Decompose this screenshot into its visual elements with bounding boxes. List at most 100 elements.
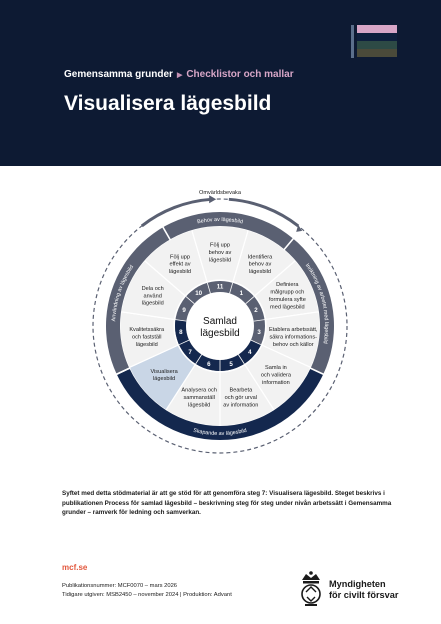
center-circle <box>186 292 254 360</box>
step-label-1-line: Identifiera <box>248 254 273 260</box>
step-label-1-line: behov av <box>249 262 272 268</box>
step-label-8-line: lägesbild <box>136 342 158 348</box>
step-label-2-line: med lägesbild <box>270 304 305 310</box>
ring-separator-1 <box>245 296 255 305</box>
monitor-arrowhead-left-icon <box>209 195 217 204</box>
step-label-9-line: lägesbild <box>142 301 164 307</box>
ring-separator-8 <box>175 319 187 322</box>
step-label-2-line: målgrupp och <box>270 289 304 296</box>
step-label-3-line: Etablera arbetssätt, <box>269 327 318 333</box>
logo-line-1: Myndigheten <box>329 579 386 589</box>
step-number-11: 11 <box>217 284 224 291</box>
step-label-6-line: Analysera och <box>181 388 216 394</box>
publication-info: Publikationsnummer: MCF0070 – mars 2026 … <box>62 582 232 600</box>
breadcrumb-main: Gemensamma grunder <box>64 69 173 80</box>
monitor-arrowhead-right-icon <box>296 224 303 232</box>
step-label-2-line: formulera syfte <box>269 297 306 303</box>
swatch-navy <box>357 33 397 41</box>
step-label-7-line: Visualisera <box>150 369 178 375</box>
band-gap-4 <box>115 367 131 376</box>
step-label-5-line: och gör urval <box>225 395 257 401</box>
logo-text: Myndigheten för civilt försvar <box>329 579 398 600</box>
step-label-2-line: Definiera <box>276 282 299 288</box>
agency-logo: Myndigheten för civilt försvar <box>297 570 407 610</box>
step-label-4-line: och validera <box>261 372 292 378</box>
color-swatches <box>357 25 397 57</box>
ring-separator-10 <box>206 282 211 294</box>
ring-separator-2 <box>253 319 265 322</box>
step-label-11-line: behov av <box>209 250 232 256</box>
website-link[interactable]: mcf.se <box>62 563 88 572</box>
ring-separator-7 <box>178 339 190 346</box>
monitor-arrow-right <box>228 197 300 228</box>
step-number-6: 6 <box>207 361 211 368</box>
step-label-10-line: lägesbild <box>169 269 191 275</box>
swatch-olive <box>357 49 397 57</box>
number-ring-navy <box>174 319 261 371</box>
step-label-6-line: lägesbild <box>188 402 210 408</box>
step-number-8: 8 <box>179 329 183 336</box>
step-label-1-line: lägesbild <box>249 269 271 275</box>
swatch-divider <box>351 25 354 58</box>
step-number-5: 5 <box>229 361 233 368</box>
breadcrumb-sub: Checklistor och mallar <box>186 69 294 80</box>
monitor-arrow-left <box>140 197 212 228</box>
step-number-2: 2 <box>254 307 258 314</box>
step-label-10-line: Följ upp <box>170 254 190 260</box>
earlier-publication: Tidigare utgiven: MSB2450 – november 202… <box>62 592 232 598</box>
monitor-label: Omvärldsbevaka <box>199 190 242 196</box>
step-panel-11 <box>191 225 249 283</box>
step-label-6-line: sammanställ <box>183 395 214 401</box>
step-label-9-line: Dela och <box>142 286 164 292</box>
band-label-bottom: Skapande av lägesbild <box>193 428 248 437</box>
step-number-10: 10 <box>195 290 202 297</box>
step-label-11-line: Följ upp <box>210 243 230 249</box>
page-title: Visualisera lägesbild <box>64 92 272 115</box>
step-label-8-line: Kvalitetssäkra <box>129 327 165 333</box>
step-label-5-line: av information <box>223 402 258 408</box>
step-label-3-line: behov och källor <box>273 342 314 348</box>
crown-emblem-icon <box>301 571 321 606</box>
band-gap-2 <box>283 237 295 251</box>
step-label-7-line: lägesbild <box>153 376 175 382</box>
outer-dashed-circle <box>92 198 348 454</box>
step-number-1: 1 <box>240 290 244 297</box>
ring-separator-9 <box>185 296 195 305</box>
step-number-7: 7 <box>188 349 192 356</box>
swatch-pink <box>357 25 397 33</box>
step-number-9: 9 <box>182 307 186 314</box>
step-label-4-line: Samla in <box>265 365 287 371</box>
center-label-line2: lägesbild <box>200 328 239 339</box>
step-number-3: 3 <box>257 329 261 336</box>
ring-separator-11 <box>229 282 234 294</box>
step-label-5-line: Bearbeta <box>229 388 253 394</box>
intro-text: Syftet med detta stödmaterial är att ge … <box>62 490 392 517</box>
center-label-line1: Samlad <box>203 316 237 327</box>
band-navy <box>116 368 324 440</box>
step-label-11-line: lägesbild <box>209 257 231 263</box>
ring-separator-6 <box>195 354 202 365</box>
step-label-4-line: information <box>262 380 290 386</box>
band-label-top-path: Behov av lägesbild <box>197 217 244 225</box>
step-label-3: Etablera arbetssätt,säkra informations-b… <box>269 327 318 348</box>
band-label-top: Behov av lägesbild <box>197 217 244 225</box>
band-label-bottom-path: Skapande av lägesbild <box>193 428 248 437</box>
band-gap-3 <box>309 367 325 376</box>
step-label-10-line: effekt av <box>169 262 190 268</box>
swatch-green <box>357 41 397 49</box>
band-gap-1 <box>161 226 172 241</box>
step-label-8-line: och fastställ <box>132 335 162 341</box>
ring-separator-4 <box>238 354 245 365</box>
publication-number: Publikationsnummer: MCF0070 – mars 2026 <box>62 583 178 589</box>
